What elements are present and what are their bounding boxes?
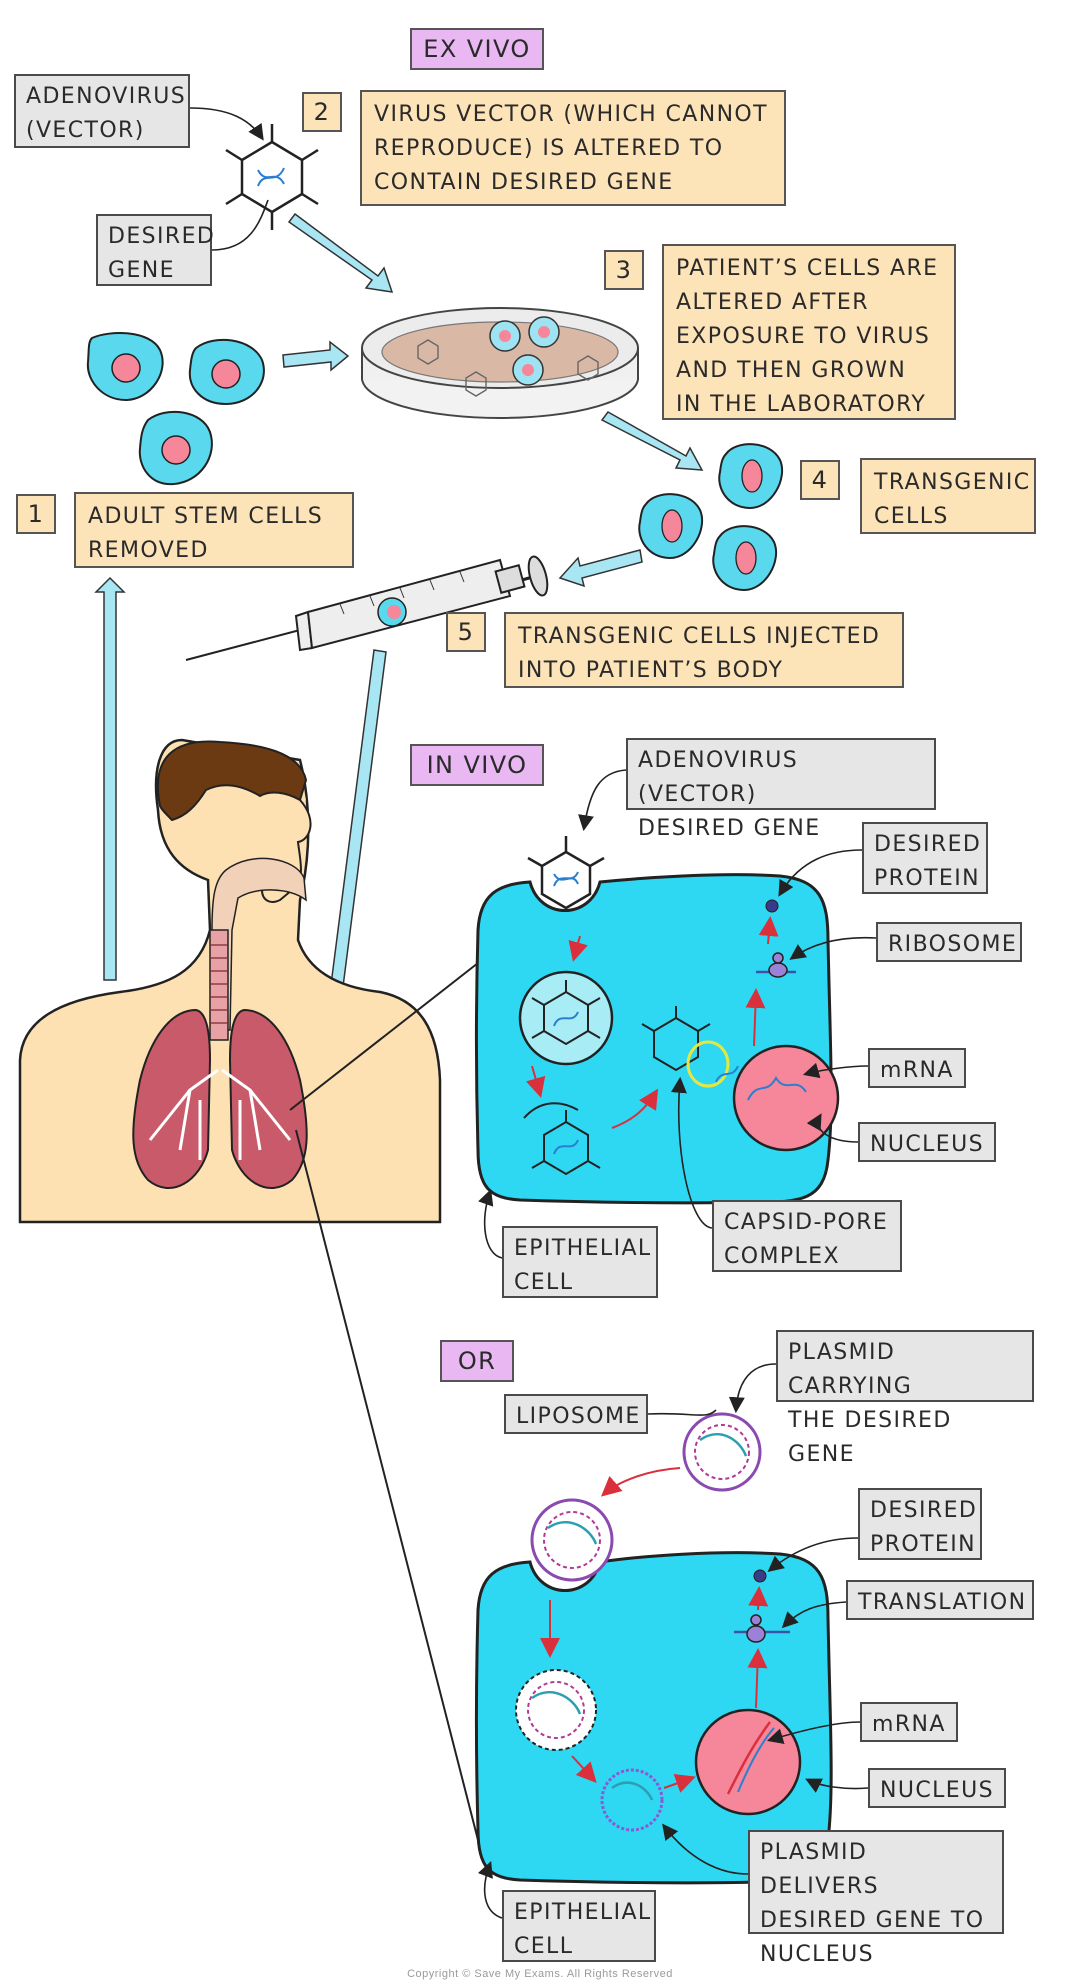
- ribosome-icon-2: [734, 1614, 790, 1643]
- petri-dish: [361, 307, 639, 419]
- ribosome-icon-1: [756, 952, 796, 978]
- in-vivo-header: IN VIVO: [410, 744, 544, 786]
- step-5-box: TRANSGENIC CELLS INJECTED INTO PATIENT’S…: [504, 612, 904, 688]
- endosome-icon: [518, 970, 614, 1066]
- released-virus-icon: [523, 1102, 601, 1176]
- or-header: OR: [440, 1340, 514, 1382]
- capsid-pore-ring: [686, 1040, 730, 1088]
- plasmid-icon: [600, 1768, 664, 1832]
- red-pathway-arrows-2: [540, 1467, 769, 1793]
- liposome-tag: LIPOSOME: [504, 1394, 648, 1434]
- ribosome-tag: RIBOSOME: [876, 922, 1022, 962]
- adenovirus-vector-tag: ADENOVIRUS (VECTOR): [14, 74, 190, 148]
- mrna-tag-1: mRNA: [868, 1048, 966, 1088]
- step-4-box: TRANSGENIC CELLS: [860, 458, 1036, 534]
- copyright-notice: Copyright © Save My Exams. All Rights Re…: [407, 1968, 673, 1980]
- step-3-box: PATIENT’S CELLS ARE ALTERED AFTER EXPOSU…: [662, 244, 956, 420]
- nucleus-tag-2: NUCLEUS: [868, 1768, 1006, 1808]
- stem-cells: [86, 332, 265, 486]
- step-2-box: VIRUS VECTOR (WHICH CANNOT REPRODUCE) IS…: [360, 90, 786, 206]
- nucleus-tag-1: NUCLEUS: [858, 1122, 996, 1162]
- virus-entering-icon: [527, 836, 605, 910]
- protein-dot-1: [765, 899, 779, 913]
- docking-virus-icon: [641, 1006, 711, 1072]
- liposome-entering-icon: [530, 1498, 614, 1582]
- desired-protein-tag-1: DESIRED PROTEIN: [862, 822, 988, 894]
- epithelial-cell-tag-1: EPITHELIAL CELL: [502, 1226, 658, 1298]
- adenovirus-leader: [189, 107, 264, 141]
- blue-arrows: [94, 212, 704, 1032]
- ex-vivo-header: EX VIVO: [410, 28, 544, 70]
- connector-line-2: [295, 1129, 479, 1841]
- transgenic-cells: [638, 443, 783, 592]
- step-4-number: 4: [800, 460, 840, 500]
- protein-dot-2: [753, 1569, 767, 1583]
- step-2-number: 2: [302, 92, 342, 132]
- adenovirus-desired-gene-tag: ADENOVIRUS (VECTOR) DESIRED GENE: [626, 738, 936, 841]
- capsid-pore-complex-tag: CAPSID-PORE COMPLEX: [712, 1200, 902, 1272]
- red-pathway-arrows-1: [525, 916, 779, 1129]
- mrna-tag-2: mRNA: [860, 1702, 958, 1742]
- translation-tag: TRANSLATION: [846, 1580, 1034, 1620]
- step-1-box: ADULT STEM CELLS REMOVED: [74, 492, 354, 568]
- plasmid-delivers-tag: PLASMID DELIVERS DESIRED GENE TO NUCLEUS: [748, 1830, 1004, 1967]
- step-1-number: 1: [16, 494, 56, 534]
- or-leaders: [477, 1363, 869, 1919]
- endosome-liposome-icon: [515, 1669, 597, 1751]
- plasmid-carrying-tag: PLASMID CARRYING THE DESIRED GENE: [776, 1330, 1034, 1467]
- connector-line-1: [289, 962, 479, 1111]
- adenovirus-icon: [225, 124, 319, 230]
- liposome-icon: [682, 1412, 762, 1492]
- desired-protein-tag-2: DESIRED PROTEIN: [858, 1488, 982, 1560]
- step-5-number: 5: [446, 612, 486, 652]
- nucleus-2: [694, 1708, 802, 1816]
- epithelial-cell-tag-2: EPITHELIAL CELL: [502, 1890, 656, 1962]
- human-figure: [18, 738, 442, 1224]
- in-vivo-leaders: [478, 769, 877, 1259]
- desired-gene-tag: DESIRED GENE: [96, 214, 214, 286]
- step-3-number: 3: [604, 250, 644, 290]
- desired-gene-leader: [211, 199, 269, 251]
- syringe-icon: [185, 555, 549, 661]
